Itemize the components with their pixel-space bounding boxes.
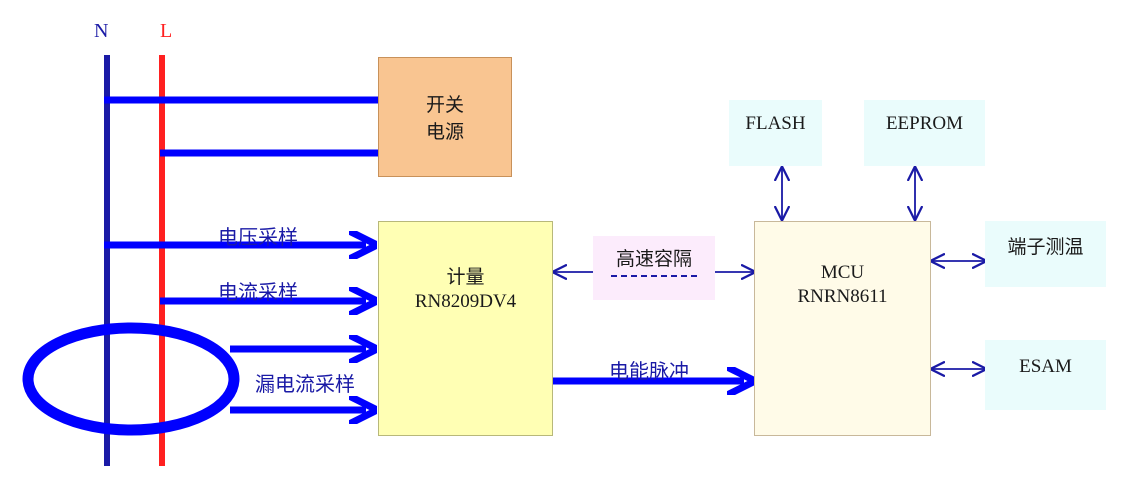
terminal-temp-block: 端子测温 <box>985 221 1106 287</box>
leakage-ct-ring <box>22 322 240 436</box>
mcu-line1: MCU <box>820 262 865 283</box>
isolation-label: 高速容隔 <box>615 248 692 270</box>
isolation-dash-line <box>611 275 697 277</box>
current-sampling-label: 电流采样 <box>218 280 298 304</box>
leakage-sampling-label: 漏电流采样 <box>255 372 355 396</box>
mcu-block: MCU RNRN8611 <box>754 221 931 436</box>
live-label: L <box>160 20 173 42</box>
isolation-block: 高速容隔 <box>593 236 715 300</box>
energy-pulse-label: 电能脉冲 <box>609 359 689 383</box>
mcu-line2: RNRN8611 <box>797 286 888 307</box>
metering-line1: 计量 <box>446 266 485 288</box>
switch-power-supply-block: 开关 电源 <box>378 57 512 177</box>
esam-block: ESAM <box>985 340 1106 410</box>
voltage-sampling-label: 电压采样 <box>218 225 298 249</box>
flash-block: FLASH <box>729 100 822 166</box>
metering-block: 计量 RN8209DV4 <box>378 221 553 436</box>
eeprom-block: EEPROM <box>864 100 985 166</box>
metering-line2: RN8209DV4 <box>414 291 517 312</box>
neutral-label: N <box>94 20 109 42</box>
psu-line1: 开关 <box>425 94 464 116</box>
psu-line2: 电源 <box>425 121 464 143</box>
